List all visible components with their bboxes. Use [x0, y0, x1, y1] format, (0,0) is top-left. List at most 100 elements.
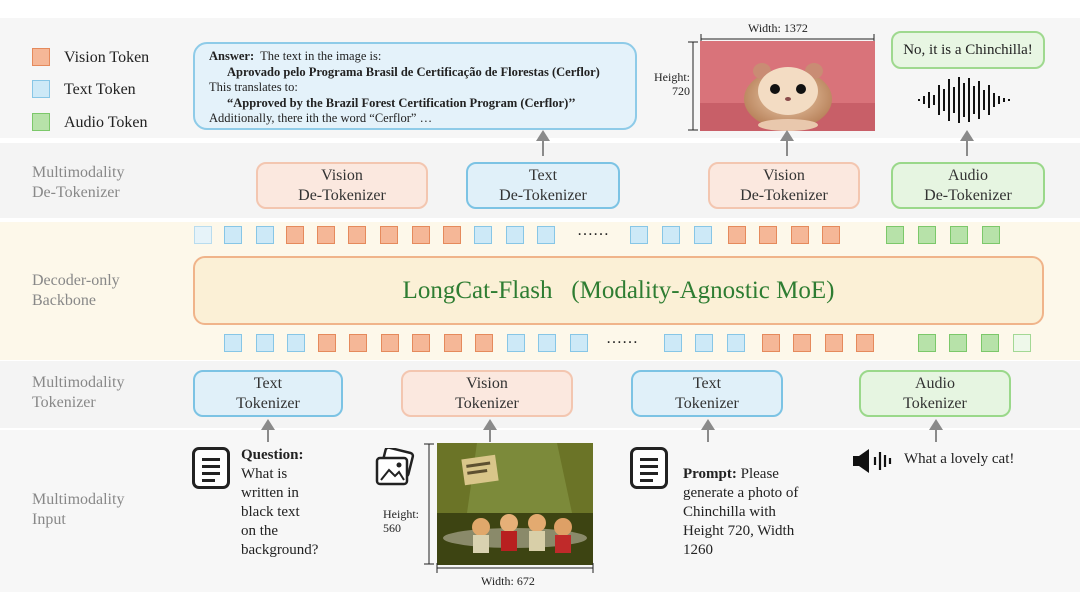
question-label: Question:	[241, 447, 304, 463]
question-text: What is written in black text on the bac…	[241, 466, 319, 558]
audio-token	[949, 334, 967, 352]
answer-line-1: The text in the image is:	[260, 49, 382, 63]
text-tokenizer-1: Text Tokenizer	[193, 370, 343, 417]
audio-output-box: No, it is a Chinchilla!	[891, 31, 1045, 69]
hamster-image	[700, 41, 875, 131]
legend-audio-swatch	[32, 113, 50, 131]
text-token	[662, 226, 680, 244]
input-width-label: Width: 672	[481, 574, 535, 588]
legend-text-swatch	[32, 80, 50, 98]
arrow-audio-to-audio-tokenizer	[929, 419, 943, 442]
answer-line-2: Aprovado pelo Programa Brasil de Certifi…	[227, 64, 600, 79]
waveform-icon	[918, 77, 1010, 123]
vision-token	[412, 226, 430, 244]
text-token	[256, 226, 274, 244]
audio-token	[886, 226, 904, 244]
vision-detokenizer-2: Vision De-Tokenizer	[708, 162, 860, 209]
audio-tokenizer: Audio Tokenizer	[859, 370, 1011, 417]
answer-label: Answer:	[209, 49, 255, 63]
row-label-detokenizer: Multimodality De-Tokenizer	[32, 164, 125, 201]
vision-token	[349, 334, 367, 352]
vision-token	[381, 334, 399, 352]
vision-token	[380, 226, 398, 244]
document-icon	[630, 447, 668, 489]
input-height-dimension	[424, 443, 434, 565]
arrow-question-to-text-tokenizer	[261, 419, 275, 442]
text-token	[194, 226, 212, 244]
text-token	[695, 334, 713, 352]
arrow-vision-detok-to-image	[780, 130, 794, 156]
answer-line-5: Additionally, there ith the word “Cerflo…	[209, 111, 433, 125]
text-token	[474, 226, 492, 244]
row-label-backbone: Decoder-only Backbone	[32, 272, 120, 309]
vision-detokenizer-1: Vision De-Tokenizer	[256, 162, 428, 209]
audio-token	[918, 334, 936, 352]
output-width-label: Width: 1372	[748, 21, 808, 35]
text-token	[224, 226, 242, 244]
output-height-label: Height: 720	[654, 70, 690, 98]
vision-token	[318, 334, 336, 352]
arrow-prompt-to-text-tokenizer	[701, 419, 715, 442]
output-height-dimension	[688, 41, 698, 131]
vision-token	[728, 226, 746, 244]
row-label-tokenizer: Multimodality Tokenizer	[32, 374, 125, 411]
legend-vision-swatch	[32, 48, 50, 66]
arrow-audio-detok-to-waveform	[960, 130, 974, 156]
vision-token	[286, 226, 304, 244]
answer-box: Answer: The text in the image is: Aprova…	[193, 42, 637, 130]
input-height-label: Height: 560	[383, 507, 419, 535]
text-token	[538, 334, 556, 352]
vision-token	[825, 334, 843, 352]
token-ellipsis: ……	[606, 330, 638, 347]
question-block: Question: What is written in black text …	[241, 446, 318, 560]
prompt-text: Please generate a photo of Chinchilla wi…	[683, 466, 799, 558]
legend-vision-label: Vision Token	[64, 49, 150, 66]
prompt-block: Prompt: Please generate a photo of Chinc…	[683, 446, 798, 560]
audio-detokenizer: Audio De-Tokenizer	[891, 162, 1045, 209]
vision-token	[856, 334, 874, 352]
audio-token	[981, 334, 999, 352]
audio-token	[1013, 334, 1031, 352]
audio-token	[982, 226, 1000, 244]
text-detokenizer: Text De-Tokenizer	[466, 162, 620, 209]
text-token	[256, 334, 274, 352]
vision-token	[791, 226, 809, 244]
vision-token	[443, 226, 461, 244]
row-label-input: Multimodality Input	[32, 491, 125, 528]
text-token	[537, 226, 555, 244]
vision-token	[759, 226, 777, 244]
input-photo	[437, 443, 593, 565]
legend-audio-label: Audio Token	[64, 114, 148, 131]
vision-token	[444, 334, 462, 352]
text-token	[630, 226, 648, 244]
prompt-label: Prompt:	[683, 466, 737, 482]
document-icon	[192, 447, 230, 489]
legend-text-label: Text Token	[64, 81, 136, 98]
text-token	[570, 334, 588, 352]
speaker-icon	[853, 449, 892, 473]
text-token	[506, 226, 524, 244]
vision-token	[762, 334, 780, 352]
text-token	[694, 226, 712, 244]
audio-token	[918, 226, 936, 244]
answer-line-4: “Approved by the Brazil Forest Certifica…	[227, 95, 576, 110]
vision-token	[348, 226, 366, 244]
vision-token	[822, 226, 840, 244]
image-icon	[375, 448, 415, 486]
text-token	[224, 334, 242, 352]
audio-token	[950, 226, 968, 244]
vision-tokenizer: Vision Tokenizer	[401, 370, 573, 417]
backbone-box: LongCat-Flash (Modality-Agnostic MoE)	[193, 256, 1044, 325]
vision-token	[412, 334, 430, 352]
answer-line-3: This translates to:	[209, 80, 298, 94]
arrow-text-detok-to-answer	[536, 130, 550, 156]
text-tokenizer-2: Text Tokenizer	[631, 370, 783, 417]
token-ellipsis: ……	[577, 222, 609, 239]
text-token	[507, 334, 525, 352]
audio-output-text: No, it is a Chinchilla!	[903, 41, 1033, 58]
vision-token	[793, 334, 811, 352]
vision-token	[475, 334, 493, 352]
text-token	[664, 334, 682, 352]
text-token	[287, 334, 305, 352]
audio-input-text: What a lovely cat!	[904, 451, 1015, 467]
